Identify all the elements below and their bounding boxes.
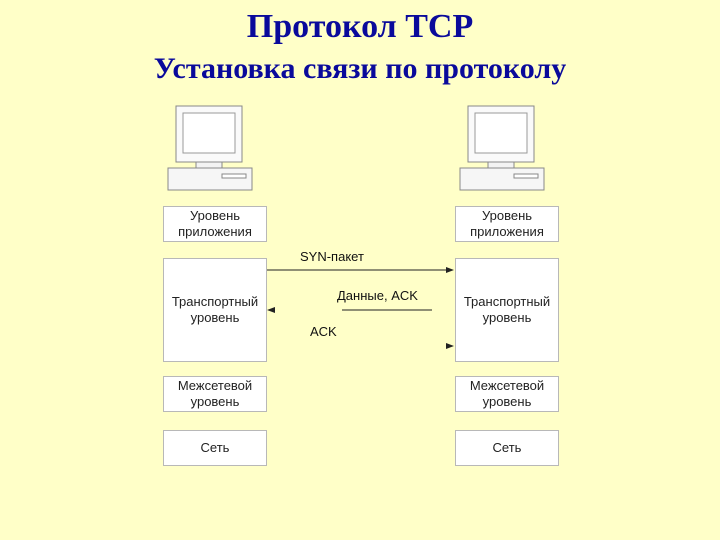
- left-transport-label: Транспортный уровень: [171, 294, 259, 325]
- computer-icon-right: [459, 105, 545, 191]
- right-network-layer: Сеть: [455, 430, 559, 466]
- left-application-label: Уровень приложения: [178, 208, 252, 239]
- left-internet-label: Межсетевой уровень: [177, 378, 253, 409]
- left-network-label: Сеть: [200, 440, 230, 455]
- data-ack-label: Данные, ACK: [337, 288, 418, 303]
- right-application-layer: Уровень приложения: [455, 206, 559, 242]
- ack-arrow: [446, 343, 454, 349]
- left-network-layer: Сеть: [163, 430, 267, 466]
- data-ack-arrow: [267, 307, 432, 313]
- ack-label: ACK: [310, 324, 337, 339]
- syn-arrow: [267, 267, 454, 273]
- right-internet-label: Межсетевой уровень: [469, 378, 545, 409]
- right-transport-layer: Транспортный уровень: [455, 258, 559, 362]
- page-subtitle: Установка связи по протоколу: [153, 52, 567, 85]
- left-transport-layer: Транспортный уровень: [163, 258, 267, 362]
- syn-label: SYN-пакет: [300, 249, 364, 264]
- left-internet-layer: Межсетевой уровень: [163, 376, 267, 412]
- left-application-layer: Уровень приложения: [163, 206, 267, 242]
- right-network-label: Сеть: [492, 440, 522, 455]
- right-transport-label: Транспортный уровень: [463, 294, 551, 325]
- page-title: Протокол TCP: [246, 8, 474, 45]
- computer-icon-left: [167, 105, 253, 191]
- right-internet-layer: Межсетевой уровень: [455, 376, 559, 412]
- right-application-label: Уровень приложения: [470, 208, 544, 239]
